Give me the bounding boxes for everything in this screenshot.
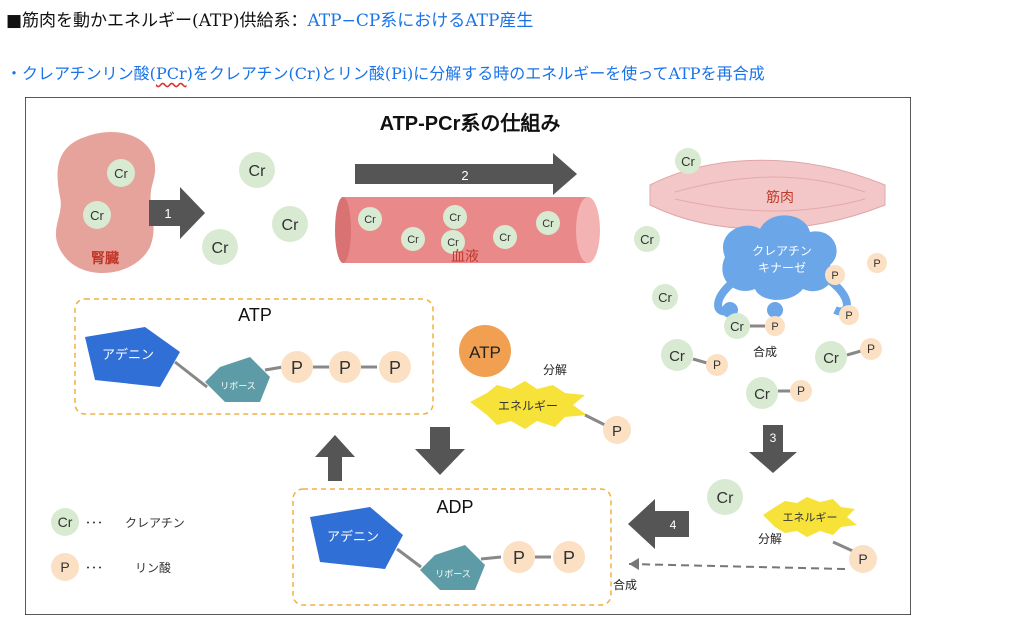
cr-p-complex: Cr P 合成 bbox=[724, 313, 785, 359]
pair-p-2: P bbox=[867, 342, 875, 356]
middle-decompose: 分解 bbox=[543, 363, 567, 377]
subtitle: ・クレアチンリン酸(PCr)をクレアチン(Cr)とリン酸(Pi)に分解する時のエ… bbox=[6, 60, 765, 84]
kidney-label: 腎臓 bbox=[91, 250, 119, 266]
adp-adenine: アデニン bbox=[327, 529, 379, 544]
blood-cr-2: Cr bbox=[407, 234, 419, 246]
heading-prefix: ■筋肉を動かエネルギー(ATP)供給系： bbox=[6, 11, 308, 31]
kidney: Cr Cr 腎臓 bbox=[55, 132, 156, 274]
legend: Cr ･･･ クレアチン P ･･･ リン酸 bbox=[51, 508, 185, 581]
step-4-arrow: 4 bbox=[628, 499, 689, 549]
scatter-cr-2: Cr bbox=[658, 290, 672, 305]
adp-p-2: P bbox=[563, 548, 575, 568]
blood-cr-4: Cr bbox=[499, 232, 511, 244]
diagram-title: ATP-PCr系の仕組み bbox=[380, 111, 561, 135]
muscle: 筋肉 Cr bbox=[649, 148, 886, 230]
legend-cr-text: クレアチン bbox=[125, 516, 185, 530]
cycle-arrows bbox=[315, 427, 465, 481]
atp-decomposition-middle: ATP 分解 エネルギー P bbox=[459, 325, 631, 444]
step-2-arrow: 2 bbox=[355, 153, 577, 195]
atp-box: ATP アデニン リボース P P P bbox=[74, 298, 434, 415]
step-1-arrow: 1 bbox=[149, 187, 205, 239]
adp-p-1: P bbox=[513, 548, 525, 568]
heading-highlight: ATP−CP系におけるATP産生 bbox=[307, 11, 534, 31]
subtitle-pcr: PCr bbox=[155, 64, 187, 83]
step-2-label: 2 bbox=[461, 168, 468, 183]
bottom-cr: Cr bbox=[717, 490, 735, 507]
middle-p: P bbox=[612, 423, 622, 440]
blood-label: 血液 bbox=[451, 248, 479, 264]
kidney-cr-2 bbox=[83, 201, 111, 229]
legend-p-text: リン酸 bbox=[135, 560, 171, 575]
atp-ribose: リボース bbox=[220, 381, 256, 391]
blood-cr-3: Cr bbox=[449, 212, 461, 224]
scatter-p-2: P bbox=[873, 258, 880, 270]
step-3-label: 3 bbox=[770, 431, 777, 445]
free-cr-group: Cr Cr Cr bbox=[202, 152, 308, 265]
atp-box-title: ATP bbox=[238, 305, 272, 325]
scatter-p-3: P bbox=[845, 310, 852, 322]
adp-box-title: ADP bbox=[436, 497, 473, 517]
blood-vessel: Cr Cr Cr Cr Cr Cr 血液 bbox=[335, 197, 600, 264]
bottom-energy: エネルギー bbox=[783, 511, 838, 524]
atp-p-1: P bbox=[291, 358, 303, 378]
subtitle-part2: )をクレアチン(Cr)とリン酸(Pi)に分解する時のエネルギーを使ってATPを再… bbox=[186, 64, 765, 83]
pair-cr-1: Cr bbox=[669, 348, 685, 365]
atp-adenine: アデニン bbox=[102, 347, 154, 362]
step-1-label: 1 bbox=[164, 206, 171, 221]
complex-p: P bbox=[771, 321, 778, 333]
step-4-label: 4 bbox=[670, 518, 677, 532]
legend-dots-1: ･･･ bbox=[85, 516, 103, 530]
enzyme-line-2: キナーゼ bbox=[758, 261, 806, 275]
kidney-cr-2-label: Cr bbox=[90, 208, 104, 223]
free-cr-1: Cr bbox=[249, 163, 267, 180]
adp-box: ADP アデニン リボース P P bbox=[292, 488, 612, 606]
atp-pcr-diagram: ATP-PCr系の仕組み Cr Cr 腎臓 1 Cr Cr Cr 2 Cr bbox=[25, 97, 911, 615]
complex-cr: Cr bbox=[730, 319, 744, 334]
bottom-synthesis: 合成 bbox=[613, 577, 637, 592]
muscle-label: 筋肉 bbox=[766, 189, 794, 205]
pair-p-1: P bbox=[713, 358, 721, 372]
bottom-p: P bbox=[858, 551, 867, 567]
page-heading: ■筋肉を動かエネルギー(ATP)供給系：ATP−CP系におけるATP産生 bbox=[6, 6, 533, 31]
middle-energy: エネルギー bbox=[498, 399, 558, 413]
scattered-molecules: Cr Cr P P P Cr P Cr P Cr P bbox=[634, 226, 887, 409]
kidney-cr-1-label: Cr bbox=[114, 166, 128, 181]
free-cr-2: Cr bbox=[282, 217, 300, 234]
scatter-cr-1: Cr bbox=[640, 232, 654, 247]
blood-cr-1: Cr bbox=[364, 214, 376, 226]
legend-p-symbol: P bbox=[60, 559, 69, 575]
enzyme-line-1: クレアチン bbox=[752, 244, 812, 258]
adp-ribose: リボース bbox=[435, 569, 471, 579]
scatter-p-1: P bbox=[831, 270, 838, 282]
legend-cr-symbol: Cr bbox=[58, 514, 73, 530]
pair-p-3: P bbox=[797, 384, 805, 398]
atp-circle-label: ATP bbox=[469, 343, 501, 362]
synthesis-label-top: 合成 bbox=[753, 344, 777, 359]
blood-cr-6: Cr bbox=[447, 237, 459, 249]
step-3-arrow: 3 bbox=[749, 425, 797, 473]
atp-p-3: P bbox=[389, 358, 401, 378]
blood-cr-5: Cr bbox=[542, 218, 554, 230]
bottom-decompose: 分解 bbox=[758, 532, 782, 546]
subtitle-part1: ・クレアチンリン酸( bbox=[6, 64, 156, 83]
decomposition-bottom-right: Cr エネルギー 分解 P 合成 bbox=[613, 479, 877, 592]
free-cr-3: Cr bbox=[212, 240, 230, 257]
kidney-cr-1 bbox=[107, 159, 135, 187]
atp-p-2: P bbox=[339, 358, 351, 378]
pair-cr-2: Cr bbox=[823, 350, 839, 367]
legend-dots-2: ･･･ bbox=[85, 561, 103, 575]
pair-cr-3: Cr bbox=[754, 386, 770, 403]
muscle-cr: Cr bbox=[681, 154, 695, 169]
